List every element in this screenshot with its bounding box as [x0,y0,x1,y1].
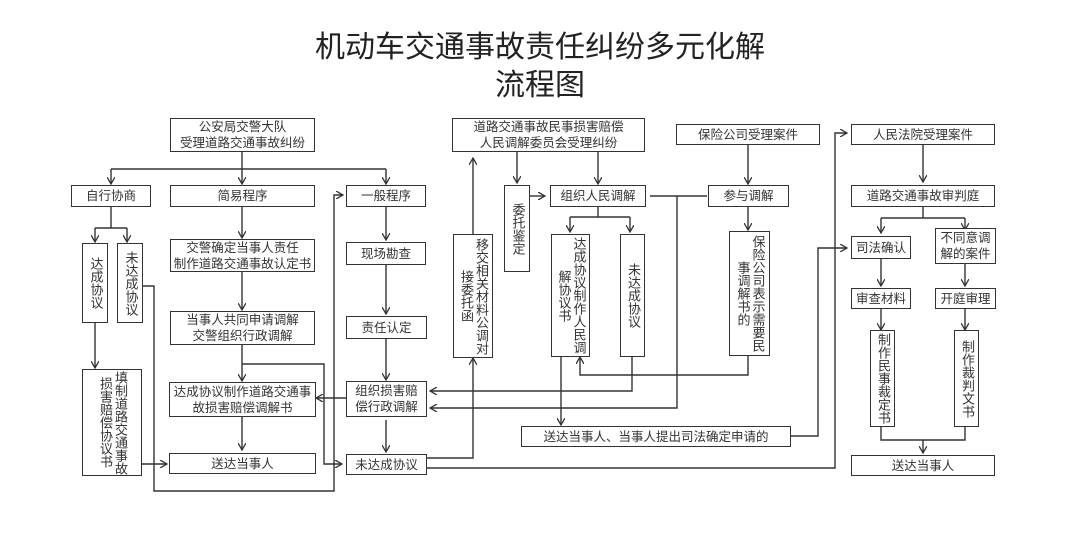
agreement-doc-box: 达成协议制作道路交通事 故损害赔偿调解书 [169,382,316,417]
civil-ruling-box: 制作民事裁定书 [870,330,895,427]
police-intake-box: 公安局交警大队 受理道路交通事故纠纷 [170,118,315,152]
transfer-letter-box: 移交相关材料公调对接委托函 [453,234,493,358]
self-reached-box: 达成协议 [82,243,108,323]
determine-liability-box: 交警确定当事人责任 制作道路交通事故认定书 [170,239,315,272]
self-negotiation-box: 自行协商 [71,185,151,207]
admin-mediation-box: 组织损害赔 偿行政调解 [346,381,427,417]
participate-mediation-box: 参与调解 [708,185,789,207]
judgment-doc-box: 制作裁判文书 [954,330,979,427]
self-not-reached-box: 未达成协议 [117,243,143,323]
general-procedure-box: 一般程序 [346,185,426,207]
diagram-title: 机动车交通事故责任纠纷多元化解 [315,30,765,65]
court-intake-box: 人民法院受理案件 [851,124,995,145]
simple-procedure-box: 简易程序 [170,185,315,207]
organize-mediation-box: 组织人民调解 [550,185,646,207]
deliver-apply-box: 送达当事人、当事人提出司法确定申请的 [521,426,791,447]
insurance-statement-box: 保险公司表示需要民事调解书的 [729,231,770,356]
diagram-subtitle: 流程图 [495,68,585,103]
joint-apply-box: 当事人共同申请调解 交警组织行政调解 [170,311,315,345]
people-not-reached-box: 未达成协议 [620,234,645,357]
tribunal-box: 道路交通事故审判庭 [851,185,995,207]
police-deliver-box: 送达当事人 [169,453,316,474]
court-deliver-box: 送达当事人 [851,455,995,476]
review-materials-box: 审查材料 [851,288,911,309]
entrust-appraisal-box: 委托鉴定 [504,185,530,272]
people-reached-doc-box: 达成协议制作人民调解协议书 [551,234,590,357]
mediation-committee-box: 道路交通事故民事损害赔偿 人民调解委员会受理纠纷 [452,118,645,152]
fill-agreement-box: 填制道路交通事故损害赔偿协议书 [82,369,142,476]
site-survey-box: 现场勘查 [346,242,426,265]
open-trial-box: 开庭审理 [935,288,996,309]
insurance-intake-box: 保险公司受理案件 [676,124,820,145]
disagree-cases-box: 不同意调 解的案件 [935,228,996,264]
admin-not-reached-box: 未达成协议 [346,454,427,475]
judicial-confirm-box: 司法确认 [851,236,911,259]
liability-finding-box: 责任认定 [346,316,427,339]
